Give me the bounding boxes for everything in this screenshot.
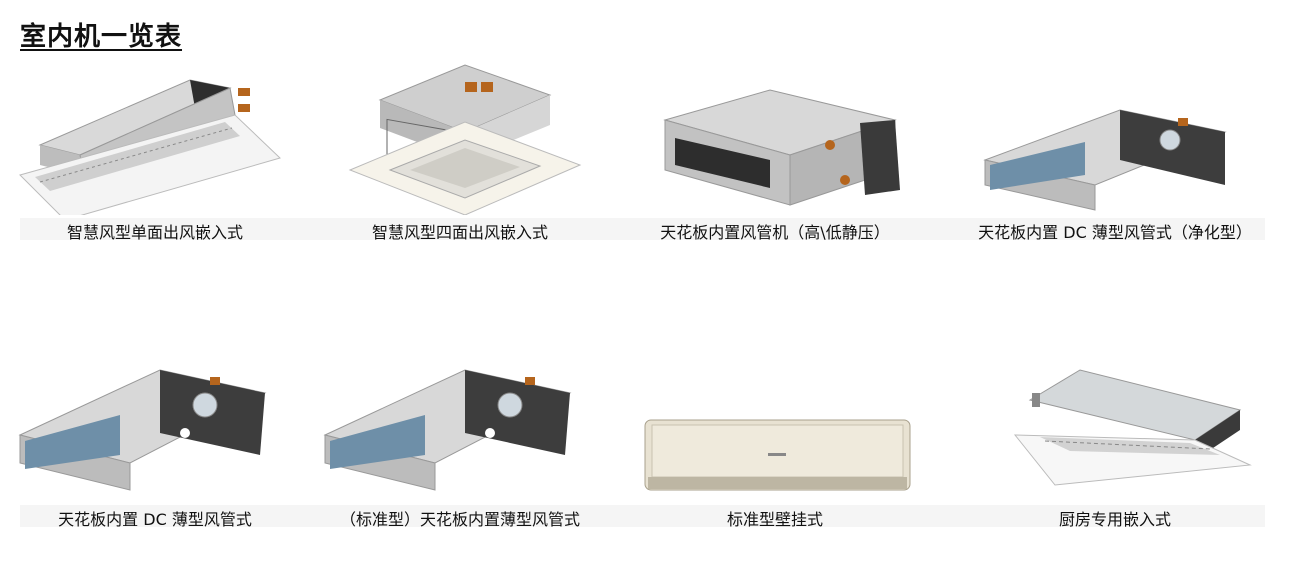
page-title: 室内机一览表 <box>20 22 183 52</box>
product-label: 天花板内置 DC 薄型风管式（净化型） <box>978 223 1252 242</box>
product-label: 智慧风型单面出风嵌入式 <box>66 223 243 242</box>
one-way-cassette-icon <box>0 60 310 215</box>
product-label: 天花板内置风管机（高\低静压） <box>660 223 890 242</box>
four-way-cassette-icon <box>305 60 615 215</box>
kitchen-cassette-icon <box>960 355 1270 510</box>
product-label: 厨房专用嵌入式 <box>1058 510 1171 529</box>
caption-strip <box>20 218 1265 240</box>
product-label: 标准型壁挂式 <box>726 510 823 529</box>
wall-mounted-unit-icon <box>620 355 930 510</box>
slim-duct-unit-icon <box>0 355 310 510</box>
ducted-unit-icon <box>620 60 930 215</box>
product-label: 天花板内置 DC 薄型风管式 <box>58 510 252 529</box>
caption-strip <box>20 505 1265 527</box>
product-label: 智慧风型四面出风嵌入式 <box>371 223 548 242</box>
product-label: （标准型）天花板内置薄型风管式 <box>339 510 580 529</box>
slim-duct-unit-icon <box>305 355 615 510</box>
slim-duct-unit-icon <box>960 60 1270 215</box>
